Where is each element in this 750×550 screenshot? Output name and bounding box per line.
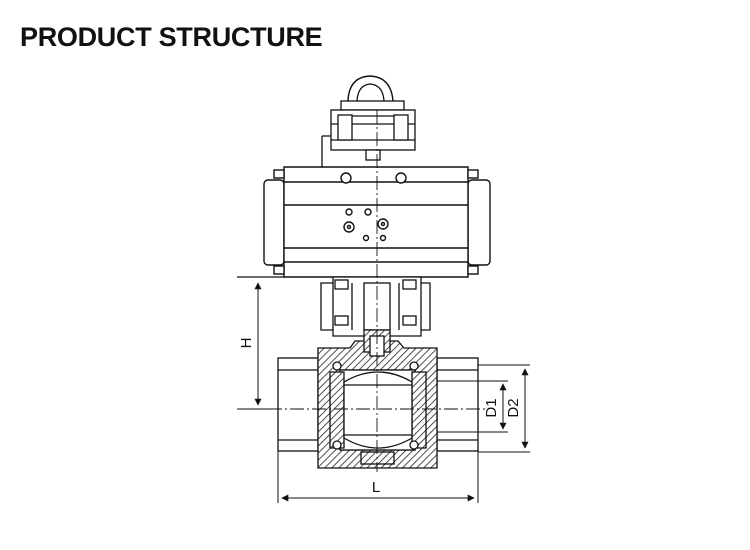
position-indicator: [321, 75, 416, 167]
air-port-icon: [395, 172, 407, 184]
page-title: PRODUCT STRUCTURE: [20, 22, 323, 52]
ball: [343, 371, 413, 449]
pneumatic-actuator: [263, 166, 491, 278]
center-lines: [268, 110, 488, 472]
end-pipe-left: [277, 357, 319, 452]
air-port-icon: [340, 172, 352, 184]
actuator-end-cap-right: [467, 179, 491, 266]
end-pipe-right: [436, 357, 479, 452]
actuator-end-cap-left: [263, 179, 285, 266]
dimension-label-length: L: [372, 479, 380, 496]
dimension-label-inner-diameter: D1: [483, 398, 500, 417]
valve-body: [277, 329, 479, 469]
mounting-bracket: [320, 276, 431, 337]
actuator-body: [283, 166, 469, 278]
dimension-label-height: H: [238, 338, 255, 349]
dimension-lines: [237, 282, 530, 503]
dimension-label-outer-diameter: D2: [505, 398, 522, 417]
seat-right: [411, 371, 427, 449]
seat-left: [329, 371, 345, 449]
